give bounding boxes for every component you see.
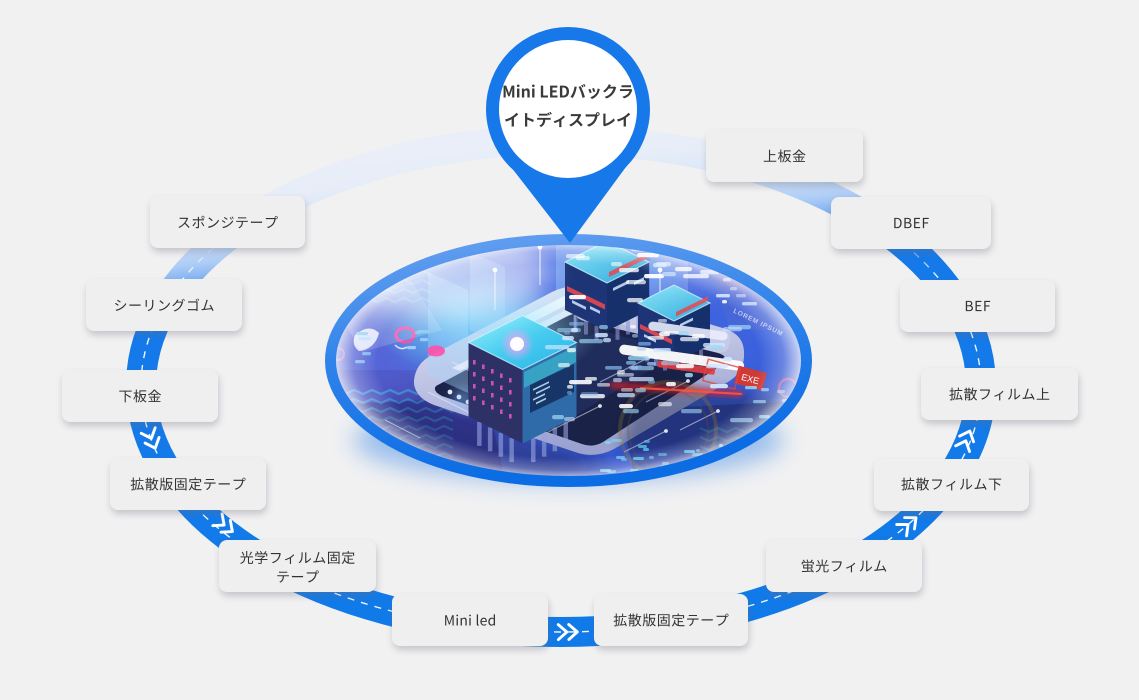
svg-text:ON: ON	[728, 231, 739, 238]
